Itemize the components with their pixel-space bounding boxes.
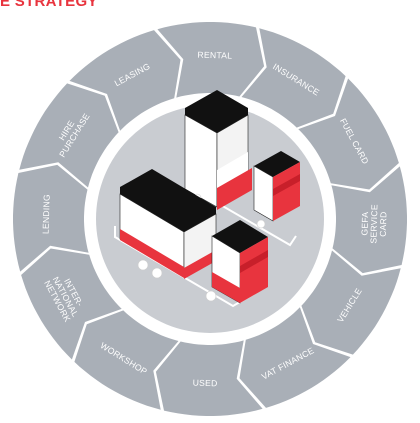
- ring-segment: [331, 166, 407, 274]
- ring-segment: [13, 164, 89, 272]
- diagram-title: E STRATEGY: [0, 0, 98, 10]
- ring-segment: [298, 78, 399, 190]
- segment-label-line: RENTAL: [197, 50, 232, 61]
- ring-segment: [301, 250, 401, 355]
- ring-segment: [157, 22, 265, 98]
- ring-segment: [19, 83, 119, 188]
- segment-label: LENDING: [41, 194, 52, 234]
- ring-segment: [239, 307, 351, 408]
- segment-label-line: USED: [193, 378, 218, 389]
- ring-segment: [155, 340, 263, 416]
- truck-back-icon: [184, 90, 300, 229]
- truck-front-icon: [119, 169, 268, 304]
- ring-segment: [74, 310, 179, 410]
- ring-segment: [21, 248, 122, 360]
- segment-label: USED: [193, 378, 218, 389]
- ring-segment: [241, 28, 346, 128]
- segment-label: RENTAL: [197, 50, 232, 61]
- segment-label-line: CARD: [378, 211, 389, 237]
- segment-label: GEFASERVICECARD: [359, 204, 389, 244]
- segment-label-line: LENDING: [41, 194, 52, 234]
- segment-label-line: SERVICE: [368, 204, 379, 244]
- segment-label-line: GEFA: [359, 212, 370, 236]
- ring-segment: [69, 30, 181, 131]
